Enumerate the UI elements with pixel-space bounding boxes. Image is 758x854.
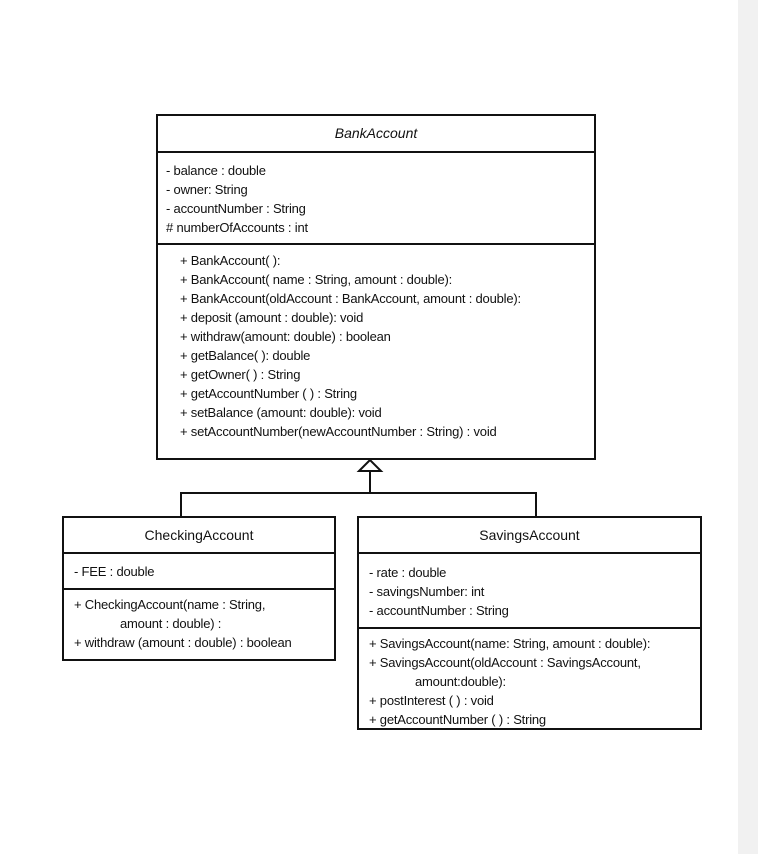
operation: + withdraw (amount : double) : boolean (74, 635, 292, 650)
operation: + getAccountNumber ( ) : String (180, 386, 357, 401)
class-checking-account: CheckingAccount - FEE : double + Checkin… (62, 516, 336, 661)
operation-continuation: amount : double) : (120, 616, 222, 631)
attribute: - owner: String (166, 182, 248, 197)
attribute: - accountNumber : String (166, 201, 306, 216)
attributes-compartment: - FEE : double (64, 554, 334, 590)
operation: + getBalance( ): double (180, 348, 311, 363)
operations-compartment: + BankAccount( ): + BankAccount( name : … (158, 245, 594, 441)
attribute: - accountNumber : String (369, 603, 509, 618)
attribute: - FEE : double (74, 564, 155, 579)
class-savings-account: SavingsAccount - rate : double - savings… (357, 516, 702, 730)
operation: + SavingsAccount(oldAccount : SavingsAcc… (369, 655, 641, 670)
attributes-compartment: - rate : double - savingsNumber: int - a… (359, 554, 700, 629)
class-name: BankAccount (158, 116, 594, 153)
operation: + setAccountNumber(newAccountNumber : St… (180, 424, 497, 439)
attribute: - savingsNumber: int (369, 584, 485, 599)
operation: + BankAccount( ): (180, 253, 281, 268)
operation: + BankAccount( name : String, amount : d… (180, 272, 453, 287)
operation: + getOwner( ) : String (180, 367, 301, 382)
class-name: SavingsAccount (359, 518, 700, 554)
class-name: CheckingAccount (64, 518, 334, 554)
operation: + setBalance (amount: double): void (180, 405, 382, 420)
operation: + deposit (amount : double): void (180, 310, 364, 325)
operation: + BankAccount(oldAccount : BankAccount, … (180, 291, 521, 306)
attribute: - balance : double (166, 163, 266, 178)
attribute: # numberOfAccounts : int (166, 220, 308, 235)
operations-compartment: + SavingsAccount(name: String, amount : … (359, 629, 700, 729)
operation: + CheckingAccount(name : String, (74, 597, 266, 612)
operations-compartment: + CheckingAccount(name : String, amount … (64, 590, 334, 652)
attributes-compartment: - balance : double - owner: String - acc… (158, 153, 594, 245)
page-edge-strip (738, 0, 758, 854)
operation: + postInterest ( ) : void (369, 693, 494, 708)
class-bank-account: BankAccount - balance : double - owner: … (156, 114, 596, 460)
operation: + SavingsAccount(name: String, amount : … (369, 636, 651, 651)
operation: + getAccountNumber ( ) : String (369, 712, 546, 727)
operation: + withdraw(amount: double) : boolean (180, 329, 391, 344)
generalization-arrowhead (356, 458, 384, 472)
attribute: - rate : double (369, 565, 447, 580)
operation-continuation: amount:double): (415, 674, 506, 689)
